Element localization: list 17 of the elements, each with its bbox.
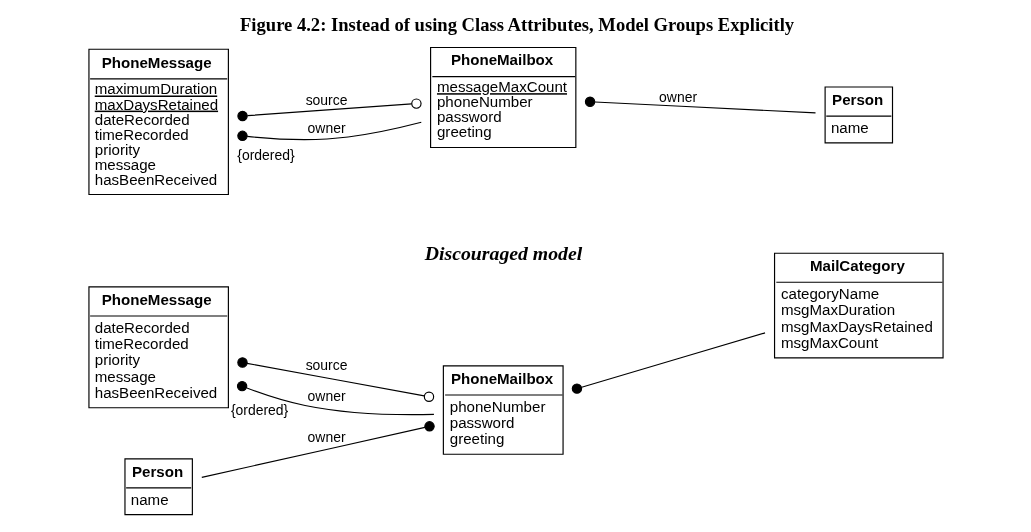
edge-label: source bbox=[305, 357, 348, 374]
label: {ordered} bbox=[236, 146, 295, 163]
connector bbox=[584, 96, 816, 114]
connector bbox=[236, 121, 422, 142]
edge-label: owner bbox=[307, 429, 346, 446]
connector bbox=[236, 357, 434, 402]
edge-label: source bbox=[305, 92, 348, 109]
diagram-title: Figure 4.2: Instead of using Class Attributes, Model Groups Explicitly bbox=[239, 14, 794, 36]
edge-label: owner bbox=[307, 388, 346, 405]
connector bbox=[571, 332, 766, 394]
label: Discouraged model bbox=[424, 242, 582, 265]
edge-label: owner bbox=[658, 88, 697, 105]
connector bbox=[236, 380, 434, 416]
label: {ordered} bbox=[230, 402, 288, 419]
connector bbox=[200, 421, 435, 478]
connector bbox=[236, 98, 422, 122]
edge-label: owner bbox=[307, 120, 346, 137]
